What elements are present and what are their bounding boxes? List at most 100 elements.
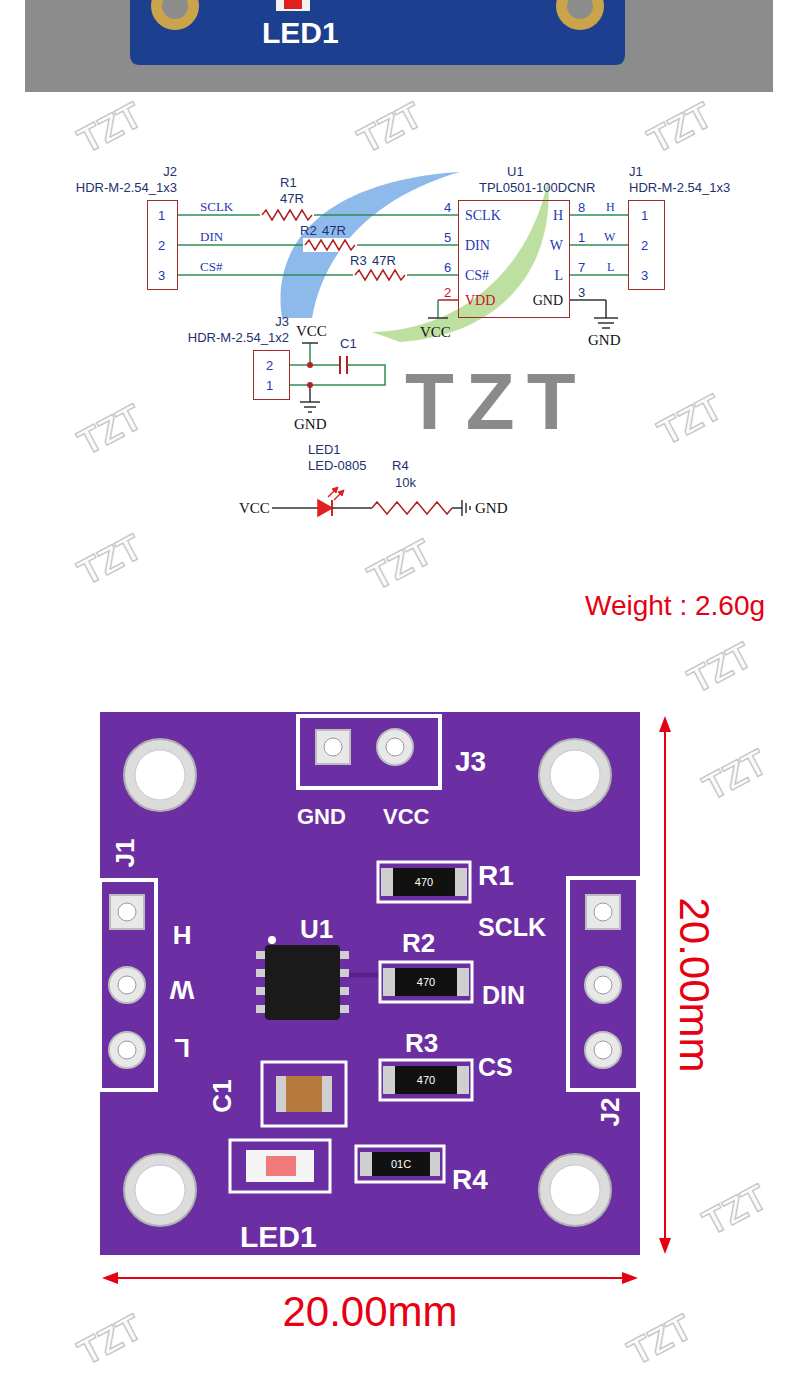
component-marking: 470	[417, 1075, 435, 1086]
header-pad	[377, 729, 413, 765]
resistor-part	[381, 868, 467, 896]
led-circuit	[372, 502, 452, 514]
part-ref: R4	[392, 459, 409, 472]
watermark: TZT	[697, 1179, 772, 1242]
part-heading: HDR-M-2.54_1x3	[76, 181, 177, 194]
silkscreen-label: L	[174, 1035, 190, 1061]
logo-text: TZT	[405, 362, 588, 442]
resistor-symbol	[355, 270, 405, 280]
part-ref: C1	[340, 337, 357, 350]
header-pad	[585, 1032, 621, 1068]
mounting-hole	[124, 739, 196, 811]
pin-label: 1	[158, 209, 165, 222]
pin-number: 5	[444, 231, 451, 244]
pad-hole	[594, 976, 612, 994]
silkscreen-label: VCC	[383, 806, 429, 828]
silkscreen-label: CS	[478, 1055, 513, 1080]
capacitor-part	[286, 1076, 322, 1112]
watermark: TZT	[642, 97, 717, 160]
power-wire	[290, 365, 385, 385]
pin-label: SCLK	[465, 209, 501, 223]
resistor-symbol	[262, 210, 405, 280]
wire	[570, 214, 628, 216]
part-value: 47R	[322, 224, 346, 237]
part-value: LED-0805	[308, 459, 367, 472]
silkscreen-label: SCLK	[478, 915, 546, 940]
part-ref: R2	[300, 224, 317, 237]
hole-center	[550, 1165, 600, 1215]
photo-band	[25, 0, 773, 92]
silkscreen-outline	[298, 716, 440, 788]
photo-band	[151, 0, 199, 30]
weight-note: Weight : 2.60g	[585, 592, 765, 620]
component-marking: 470	[417, 977, 435, 988]
silkscreen-label: R1	[478, 862, 514, 890]
led-part	[266, 1156, 296, 1176]
led-circuit	[452, 507, 462, 509]
hole-center	[550, 750, 600, 800]
led-circuit	[465, 503, 467, 513]
power-wire	[598, 322, 614, 324]
header-pad	[585, 967, 621, 1003]
capacitor-part	[276, 1076, 332, 1112]
power-label: VCC	[420, 325, 451, 340]
part-heading: J2	[163, 165, 177, 178]
pin-label: 3	[641, 269, 648, 282]
part-heading: J1	[629, 165, 643, 178]
dimension-arrow	[664, 720, 666, 1250]
watermark: TZT	[622, 1309, 697, 1372]
part-ref: R3	[350, 254, 367, 267]
silkscreen-label: GND	[297, 806, 346, 828]
power-wire	[308, 411, 312, 413]
resistor-symbol	[353, 268, 407, 282]
photo-band	[284, 0, 302, 9]
part-ref: LED1	[308, 443, 341, 456]
header-pad	[316, 730, 350, 764]
photo-band	[130, 0, 625, 65]
photo-band	[567, 0, 593, 19]
dimension-arrow	[659, 1238, 671, 1254]
watermark: TZT	[72, 399, 147, 462]
pad-hole	[118, 738, 612, 1059]
pin-label: 2	[641, 239, 648, 252]
logo-swoosh	[280, 172, 548, 342]
power-wire	[307, 382, 313, 388]
power-wire	[602, 327, 610, 329]
pin-number: 4	[444, 201, 451, 214]
power-label: GND	[475, 501, 508, 516]
pad-hole	[118, 903, 136, 921]
pin-label: 2	[158, 239, 165, 252]
resistor-symbol	[303, 238, 357, 252]
silkscreen-outline	[100, 880, 156, 1090]
watermark: TZT	[652, 389, 727, 452]
power-label: VCC	[239, 501, 270, 516]
silkscreen-outline	[100, 716, 638, 1192]
led-circuit	[318, 500, 332, 516]
silkscreen-label: C1	[209, 1079, 235, 1112]
led-circuit	[272, 507, 318, 509]
power-wire	[307, 362, 313, 368]
power-wire	[339, 356, 341, 374]
ic-chip	[256, 936, 349, 1020]
silkscreen-outline	[230, 1140, 330, 1192]
led-circuit	[272, 487, 470, 516]
led-part	[246, 1150, 314, 1182]
wire	[570, 274, 628, 276]
power-label: VCC	[296, 324, 327, 339]
capacitor-part	[276, 1076, 332, 1112]
led-circuit	[461, 500, 463, 516]
pad-hole	[324, 738, 342, 756]
power-wire	[302, 342, 318, 344]
led-circuit	[338, 490, 344, 496]
ic-chip	[268, 936, 276, 944]
hole-center	[135, 1165, 185, 1215]
silkscreen-outline	[380, 962, 472, 1002]
pin-label: VDD	[465, 294, 495, 308]
power-label: GND	[588, 333, 621, 348]
dimension-arrow	[622, 1272, 638, 1284]
ic-chip	[265, 945, 340, 1020]
silkscreen-label: U1	[300, 916, 333, 942]
resistor-part	[395, 1066, 457, 1094]
power-wire	[605, 300, 607, 318]
